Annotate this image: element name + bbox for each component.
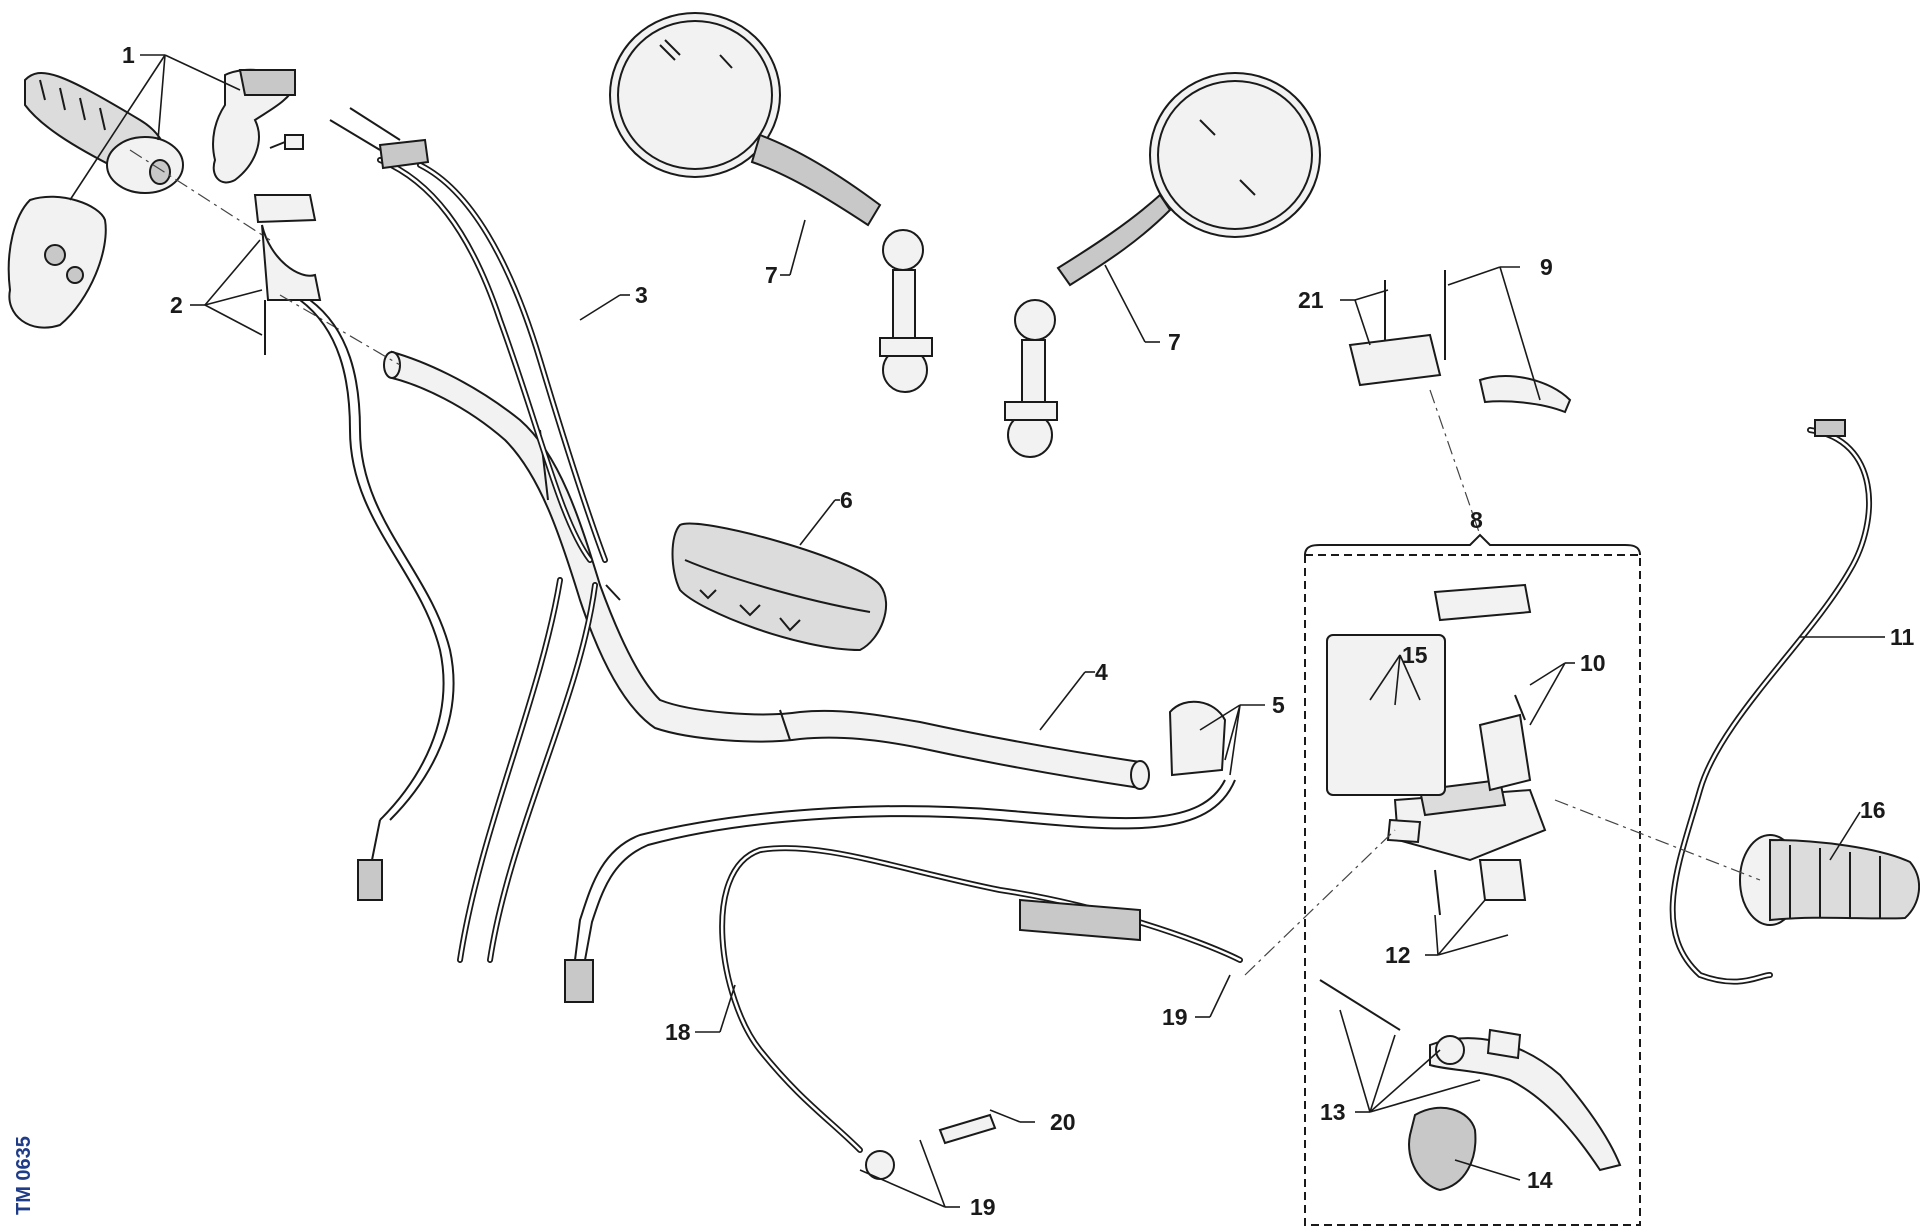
callout-label-16: 16	[1860, 797, 1886, 823]
callout-19a: 19	[1162, 974, 1231, 1030]
callout-label-18: 18	[665, 1019, 691, 1045]
callout-11: 11	[1800, 624, 1915, 650]
callout-label-7a: 7	[765, 262, 778, 288]
callout-label-10: 10	[1580, 650, 1606, 676]
callout-label-1: 1	[122, 42, 135, 68]
callout-label-19a: 19	[1162, 1004, 1188, 1030]
brake-lever	[1319, 979, 1622, 1192]
callout-label-5: 5	[1272, 692, 1285, 718]
callout-8: 8	[1470, 507, 1483, 533]
callout-3: 3	[579, 282, 648, 321]
callout-label-11: 11	[1890, 624, 1915, 650]
master-cylinder-box	[1304, 533, 1641, 1226]
throttle-grip-assembly	[7, 68, 401, 366]
callout-label-13: 13	[1320, 1099, 1346, 1125]
callout-15: 15	[1326, 634, 1446, 796]
callout-label-12: 12	[1385, 942, 1411, 968]
callout-2: 2	[170, 239, 263, 336]
callout-label-3: 3	[635, 282, 648, 308]
throttle-cables	[329, 107, 608, 963]
callout-1: 1	[69, 42, 241, 201]
switch-wiring	[299, 299, 455, 901]
callout-7a: 7	[765, 219, 806, 288]
callout-12: 12	[1385, 899, 1509, 968]
handlebar	[383, 350, 1150, 790]
callout-label-7b: 7	[1168, 329, 1181, 355]
callout-5: 5	[1199, 692, 1285, 776]
callout-label-20: 20	[1050, 1109, 1076, 1135]
clutch-lever-clamp	[1348, 270, 1572, 536]
callout-19b: 19	[859, 1139, 996, 1220]
callout-16: 16	[1829, 797, 1886, 861]
callout-label-6: 6	[840, 487, 853, 513]
figure-reference-code: TM 0635	[13, 1136, 35, 1215]
callout-10: 10	[1529, 650, 1606, 726]
callout-13: 13	[1320, 1009, 1481, 1125]
callout-label-8: 8	[1470, 507, 1483, 533]
mirror-icon	[609, 12, 781, 178]
callout-7b: 7	[1104, 264, 1181, 355]
right-switch-wiring	[564, 700, 1236, 1003]
clutch-cable	[1669, 419, 1873, 985]
callout-label-9: 9	[1540, 254, 1553, 280]
bolt-icon	[269, 134, 304, 150]
brake-hose	[719, 829, 1396, 1180]
callout-label-21: 21	[1298, 287, 1324, 313]
callout-label-2: 2	[170, 292, 183, 318]
mirror-right	[1004, 72, 1321, 458]
callout-9: 9	[1447, 254, 1553, 401]
callout-21: 21	[1298, 287, 1389, 346]
callout-18: 18	[665, 984, 736, 1045]
left-grip	[1554, 799, 1920, 926]
callout-label-15: 15	[1402, 642, 1428, 668]
callout-14: 14	[1454, 1159, 1553, 1193]
callout-6: 6	[799, 487, 853, 546]
callout-label-4: 4	[1095, 659, 1108, 685]
handlebar-pad	[671, 522, 888, 652]
callout-4: 4	[1039, 659, 1108, 731]
callout-label-14: 14	[1527, 1167, 1553, 1193]
mirror-left	[609, 12, 933, 393]
callout-label-19b: 19	[970, 1194, 996, 1220]
callout-20: 20	[989, 1109, 1076, 1135]
